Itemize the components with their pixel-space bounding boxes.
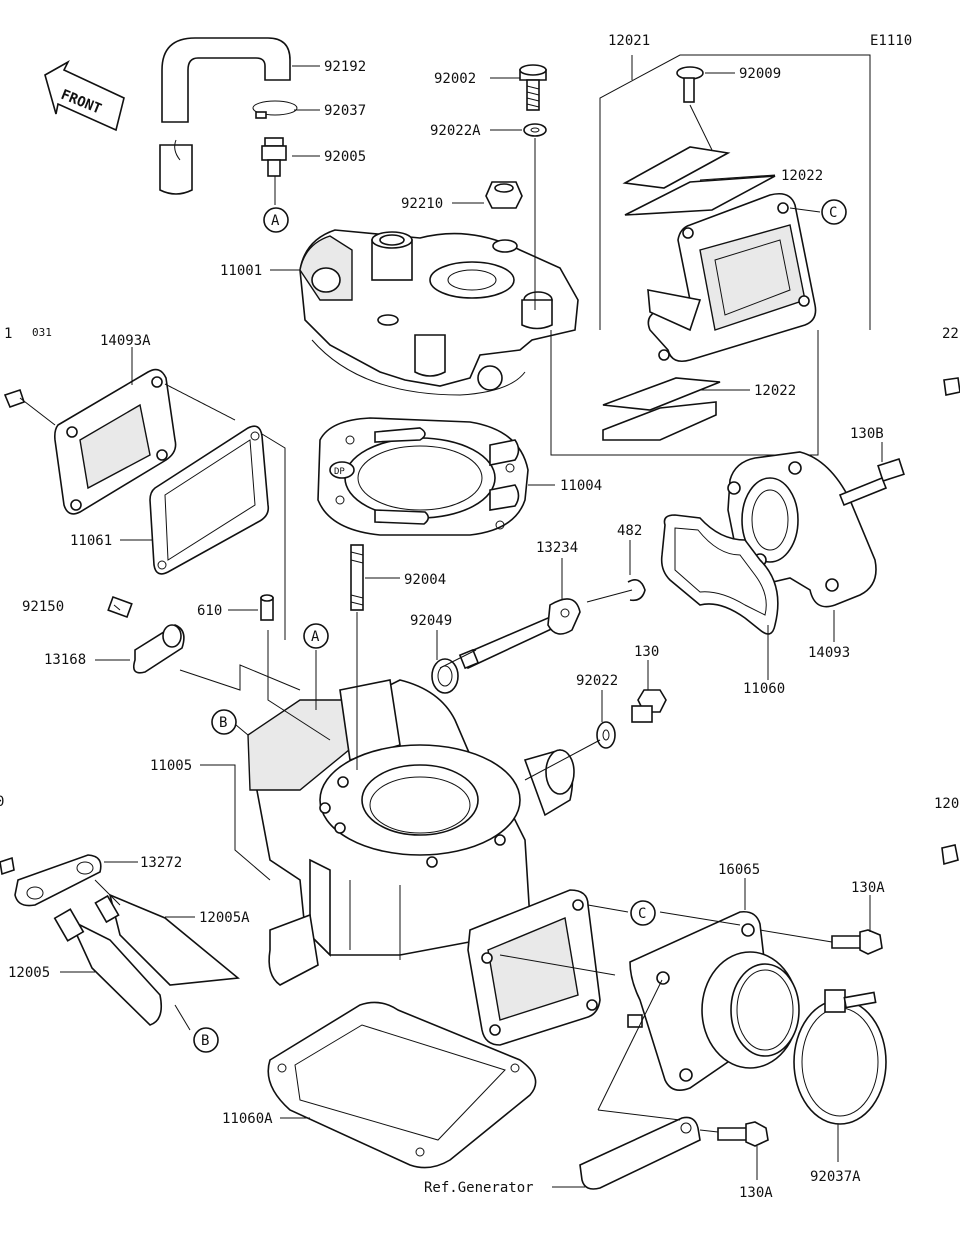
edge-fragment-left-top: 1 bbox=[4, 326, 12, 342]
gasket-11060-drawing bbox=[660, 514, 779, 635]
svg-text:C: C bbox=[638, 906, 646, 922]
label-12005: 12005 bbox=[8, 965, 50, 981]
generator-plate-drawing bbox=[579, 1116, 701, 1190]
oil-seal-92049-drawing bbox=[431, 658, 459, 694]
label-130A-top: 130A bbox=[851, 880, 885, 896]
cylinder-head-11001-drawing bbox=[299, 229, 579, 396]
label-92005: 92005 bbox=[324, 149, 366, 165]
label-92004: 92004 bbox=[404, 572, 446, 588]
bolt-130A-top-drawing bbox=[831, 929, 883, 955]
label-11060: 11060 bbox=[743, 681, 785, 697]
edge-fragment-left-mid: 0 bbox=[0, 794, 4, 810]
stud-92004-drawing bbox=[350, 544, 364, 611]
shaft-13234-drawing bbox=[458, 598, 581, 670]
front-arrow-icon: FRONT bbox=[44, 60, 125, 132]
bolt-130-drawing bbox=[631, 689, 667, 723]
svg-text:B: B bbox=[219, 715, 227, 731]
label-92049: 92049 bbox=[410, 613, 452, 629]
edge-bolt-left-drawing bbox=[941, 377, 960, 866]
hose-92192-drawing bbox=[159, 37, 291, 195]
label-13234: 13234 bbox=[536, 540, 578, 556]
clip-92037-drawing bbox=[252, 100, 298, 119]
label-92022A: 92022A bbox=[430, 123, 481, 139]
svg-text:B: B bbox=[201, 1033, 209, 1049]
label-130A-bottom: 130A bbox=[739, 1185, 773, 1201]
callout-a-top: A bbox=[263, 207, 289, 233]
label-14093A: 14093A bbox=[100, 333, 151, 349]
label-13168: 13168 bbox=[44, 652, 86, 668]
valve-12005A-drawing bbox=[94, 893, 240, 986]
label-92150: 92150 bbox=[22, 599, 64, 615]
part-labels: 92192 92037 92005 92002 92022A 92210 110… bbox=[0, 33, 959, 1201]
label-14093: 14093 bbox=[808, 645, 850, 661]
label-92022: 92022 bbox=[576, 673, 618, 689]
valve-12005-drawing bbox=[0, 856, 163, 1026]
callout-c-top: C bbox=[821, 199, 847, 225]
diagram-code: E1110 bbox=[870, 33, 912, 49]
label-12021: 12021 bbox=[608, 33, 650, 49]
edge-fragment-left-top2: 031 bbox=[32, 326, 52, 339]
leader-lines bbox=[60, 55, 883, 1188]
label-92210: 92210 bbox=[401, 196, 443, 212]
edge-fragment-right-top: 22 bbox=[942, 326, 959, 342]
bolt-92002-drawing bbox=[519, 64, 547, 111]
head-gasket-11004-drawing: DP bbox=[317, 417, 529, 536]
callout-circles: A A B B C C bbox=[193, 199, 847, 1053]
fitting-92005-drawing bbox=[261, 137, 287, 177]
label-12022-upper: 12022 bbox=[781, 168, 823, 184]
label-130B: 130B bbox=[850, 426, 884, 442]
label-610: 610 bbox=[197, 603, 222, 619]
svg-text:A: A bbox=[271, 213, 280, 229]
label-13272: 13272 bbox=[140, 855, 182, 871]
label-11004: 11004 bbox=[560, 478, 602, 494]
label-130: 130 bbox=[634, 644, 659, 660]
label-92192: 92192 bbox=[324, 59, 366, 75]
label-92002: 92002 bbox=[434, 71, 476, 87]
label-11060A: 11060A bbox=[222, 1111, 273, 1127]
label-11061: 11061 bbox=[70, 533, 112, 549]
svg-text:A: A bbox=[311, 629, 320, 645]
washer-92022A-drawing bbox=[523, 123, 547, 137]
base-gasket-11060A-drawing bbox=[267, 1001, 537, 1169]
washer-92022-drawing bbox=[596, 721, 616, 749]
callout-b-bottom: B bbox=[193, 1027, 219, 1053]
callout-c-bottom: C bbox=[630, 900, 656, 926]
callout-b-left: B bbox=[211, 709, 237, 735]
manifold-16065-drawing bbox=[627, 910, 800, 1091]
label-482: 482 bbox=[617, 523, 642, 539]
label-12022-lower: 12022 bbox=[754, 383, 796, 399]
lever-13168-drawing bbox=[107, 595, 185, 674]
svg-text:DP: DP bbox=[334, 467, 345, 477]
nut-92210-drawing bbox=[485, 181, 523, 209]
callout-a-mid: A bbox=[303, 623, 329, 649]
linkage-13272-drawing bbox=[14, 854, 102, 907]
edge-fragment-right-mid: 120 bbox=[934, 796, 959, 812]
bolt-130B-drawing bbox=[838, 457, 905, 507]
svg-text:C: C bbox=[829, 205, 837, 221]
label-16065: 16065 bbox=[718, 862, 760, 878]
label-92037A: 92037A bbox=[810, 1169, 861, 1185]
label-92037: 92037 bbox=[324, 103, 366, 119]
label-ref-generator: Ref.Generator bbox=[424, 1180, 534, 1196]
label-11001: 11001 bbox=[220, 263, 262, 279]
circlip-482-drawing bbox=[627, 579, 646, 602]
reed-valve-12021-drawing bbox=[550, 54, 871, 456]
label-11005: 11005 bbox=[150, 758, 192, 774]
pin-610-drawing bbox=[260, 594, 274, 621]
label-92009: 92009 bbox=[739, 66, 781, 82]
gasket-11061-drawing bbox=[149, 425, 270, 575]
clamp-92037A-drawing bbox=[793, 989, 887, 1125]
cylinder-11005-drawing bbox=[247, 679, 601, 1046]
bolt-130A-bottom-drawing bbox=[717, 1121, 769, 1147]
cover-14093A-drawing bbox=[3, 368, 177, 515]
label-12005A: 12005A bbox=[199, 910, 250, 926]
